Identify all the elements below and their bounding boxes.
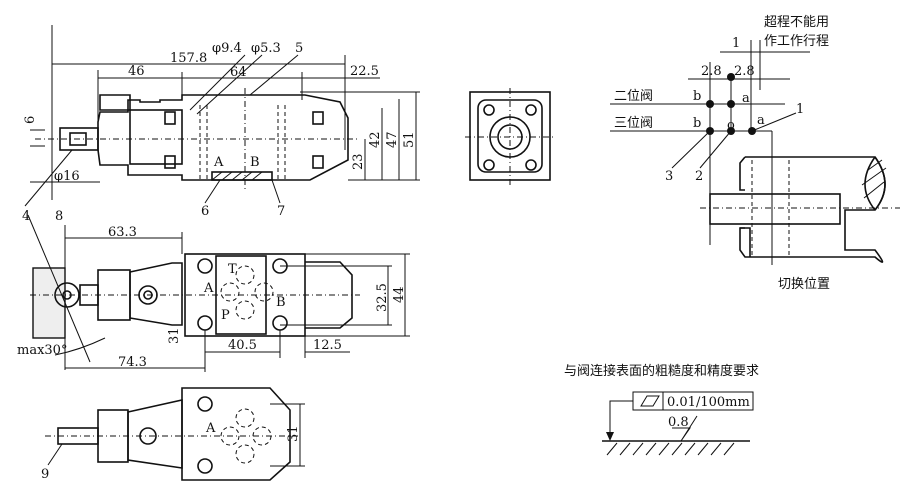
dim-47: 47 xyxy=(385,131,400,148)
dim-74-3: 74.3 xyxy=(118,355,147,370)
port-b-label: B xyxy=(250,155,260,170)
dim-157-8: 157.8 xyxy=(170,51,207,66)
dim-31: 31 xyxy=(286,425,301,442)
callout-5: 5 xyxy=(295,41,303,56)
callout-1: 1 xyxy=(796,102,804,117)
overtravel-note-line1: 超程不能用 xyxy=(764,15,829,30)
dim-6: 6 xyxy=(23,116,38,124)
angle-max-30: max30° xyxy=(17,343,67,358)
surface-requirement: 与阀连接表面的粗糙度和精度要求 0.01/100mm 0.8 xyxy=(564,363,759,456)
dim-44: 44 xyxy=(392,286,407,303)
port-p-label: P xyxy=(221,308,230,323)
port-a-label: A xyxy=(203,281,214,296)
two-position-valve-label: 二位阀 xyxy=(614,89,653,104)
two-pos-b: b xyxy=(693,89,701,104)
dim-phi-9-4: φ9.4 xyxy=(212,41,242,56)
flatness-tolerance: 0.01/100mm xyxy=(667,395,750,410)
port-t-label: T xyxy=(228,262,237,277)
dim-32-5: 32.5 xyxy=(375,283,390,312)
dim-46: 46 xyxy=(128,64,145,79)
surface-requirement-title: 与阀连接表面的粗糙度和精度要求 xyxy=(564,363,759,379)
two-pos-a: a xyxy=(742,91,750,106)
callout-9: 9 xyxy=(41,467,49,482)
callout-6: 6 xyxy=(201,204,209,219)
dim-23: 23 xyxy=(351,153,366,170)
switch-position-caption: 切换位置 xyxy=(778,277,830,292)
switch-position-diagram: 超程不能用 作工作行程 1 2.8 2.8 二位阀 xyxy=(610,15,900,292)
flatness-icon xyxy=(640,395,660,407)
dim-phi-16: φ16 xyxy=(54,169,80,184)
dim-phi-5-3: φ5.3 xyxy=(251,41,281,56)
three-pos-o: o xyxy=(727,118,735,133)
dim-63-3: 63.3 xyxy=(108,225,137,240)
callout-2: 2 xyxy=(695,169,703,184)
dim-2-8-left: 2.8 xyxy=(701,64,722,79)
top-view: 63.3 T A B P 32.5 44 31 40.5 12.5 max30°… xyxy=(17,214,410,372)
port-b-label: B xyxy=(276,295,286,310)
dim-22-5: 22.5 xyxy=(350,64,379,79)
dim-42: 42 xyxy=(368,131,383,148)
dim-64: 64 xyxy=(230,65,247,80)
dim-31: 31 xyxy=(167,327,182,344)
three-pos-a: a xyxy=(757,113,765,128)
three-position-valve-label: 三位阀 xyxy=(614,116,653,131)
roughness-symbol xyxy=(672,415,698,442)
callout-7: 7 xyxy=(277,204,285,219)
dim-12-5: 12.5 xyxy=(313,338,342,353)
port-a-label: A xyxy=(213,155,224,170)
lever-block xyxy=(32,267,66,339)
front-view xyxy=(465,88,555,185)
side-view: 157.8 φ9.4 φ5.3 5 46 64 22.5 6 φ16 4 8 A… xyxy=(22,25,420,224)
overtravel-note-line2: 作工作行程 xyxy=(764,34,829,49)
dim-1: 1 xyxy=(732,36,740,51)
callout-8: 8 xyxy=(55,209,63,224)
three-pos-b: b xyxy=(693,116,701,131)
dim-40-5: 40.5 xyxy=(228,338,257,353)
bottom-view: A 31 9 xyxy=(41,387,305,482)
roughness-value: 0.8 xyxy=(668,415,689,430)
callout-3: 3 xyxy=(665,169,673,184)
callout-4: 4 xyxy=(22,209,30,224)
dim-2-8-right: 2.8 xyxy=(734,64,755,79)
dim-51: 51 xyxy=(402,131,417,148)
port-a-label: A xyxy=(205,421,216,436)
